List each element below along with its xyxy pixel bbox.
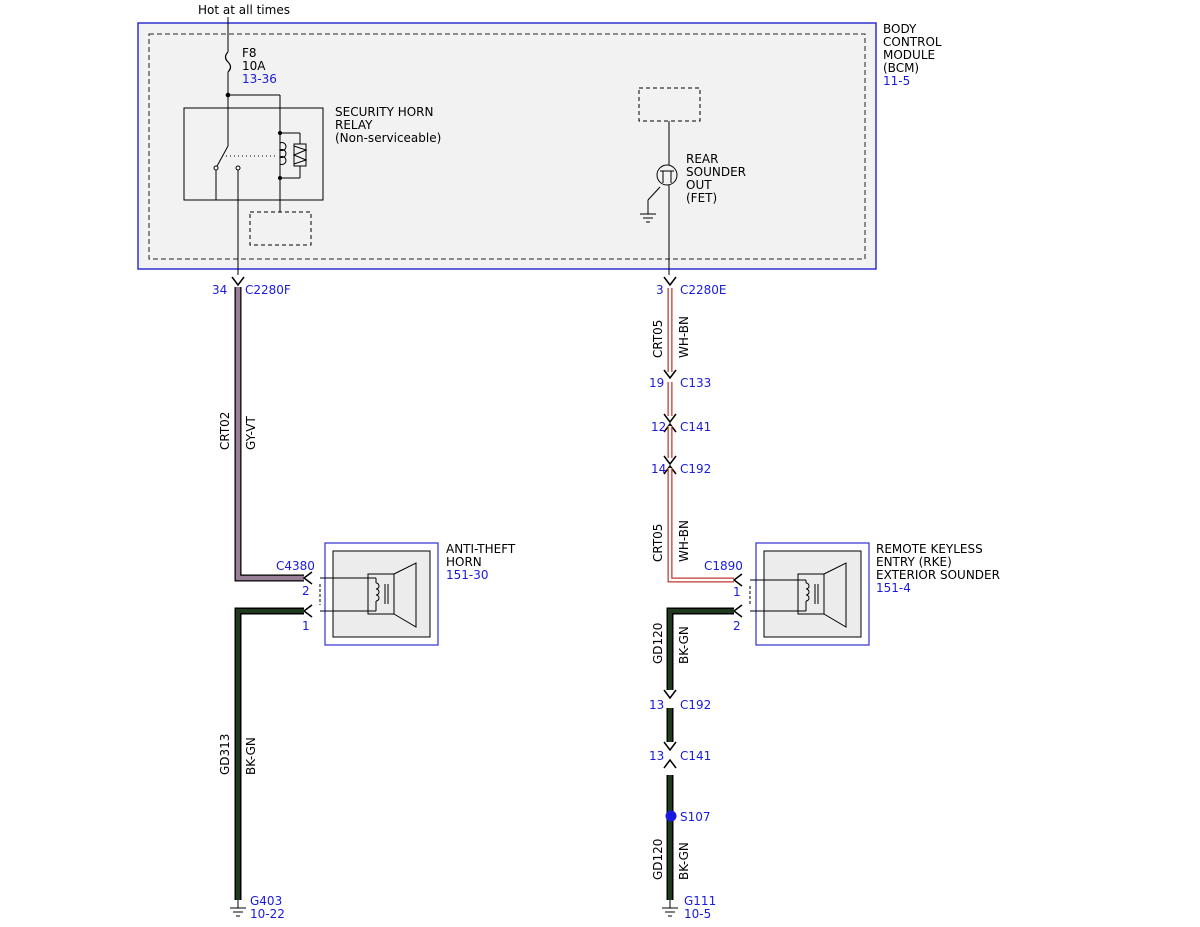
bcm-internal-boundary	[148, 33, 866, 260]
fuse-ref[interactable]: 13-36	[242, 72, 277, 86]
bcm-label-2: CONTROL	[883, 35, 942, 49]
wire-gd313-bk-gn[interactable]	[236, 609, 304, 900]
relay-label-3: (Non-serviceable)	[335, 131, 441, 145]
c141-pin: 12	[651, 420, 666, 434]
sounder-label-3: EXTERIOR SOUNDER	[876, 568, 1000, 582]
right-pin-top: 3	[656, 283, 664, 297]
ground-g111-icon	[662, 900, 678, 917]
ground-g111[interactable]: G111	[684, 894, 716, 908]
sounder-speaker-icon	[750, 562, 847, 628]
right-circuit-id-b: CRT05	[651, 524, 665, 562]
left-ground-circuit-id: GD313	[218, 734, 232, 775]
right-ground-circuit-id-b: GD120	[651, 839, 665, 880]
fet-icon	[656, 164, 678, 186]
right-circuit-id-a: CRT05	[651, 320, 665, 358]
ground-g403[interactable]: G403	[250, 894, 282, 908]
left-conn-c2280f[interactable]: C2280F	[245, 283, 291, 297]
horn-ref[interactable]: 151-30	[446, 568, 489, 582]
relay-switch-arm	[215, 145, 229, 169]
ground-g403-ref[interactable]: 10-22	[250, 907, 285, 921]
splice-s107-dot[interactable]	[665, 810, 677, 822]
fet-label-2: SOUNDER	[686, 165, 746, 179]
splice-s107[interactable]: S107	[680, 810, 711, 824]
connector-arrow-icon	[231, 276, 245, 287]
g-c192-pin: 13	[649, 698, 664, 712]
bcm-ground-icon	[640, 213, 656, 223]
bcm-label-1: BODY	[883, 22, 917, 36]
sounder-pin-1: 1	[733, 585, 741, 599]
fet-label-4: (FET)	[686, 191, 717, 205]
wire-crt05-wh-bn-lower[interactable]	[667, 468, 734, 583]
right-wire-color-a: WH-BN	[677, 316, 691, 358]
wire-gd120-bk-gn-upper[interactable]	[666, 607, 734, 690]
right-conn-c2280e[interactable]: C2280E	[680, 283, 727, 297]
right-ground-circuit-id-a: GD120	[651, 623, 665, 664]
sounder-label-2: ENTRY (RKE)	[876, 555, 952, 569]
c133-pin: 19	[649, 376, 664, 390]
bcm-label-3: MODULE	[883, 48, 935, 62]
wire-crt02-gy-vt[interactable]	[235, 287, 304, 581]
horn-conn-c4380[interactable]: C4380	[276, 559, 315, 573]
horn-speaker-icon	[320, 562, 417, 628]
sounder-conn-c1890[interactable]: C1890	[704, 559, 743, 573]
fet-label-3: OUT	[686, 178, 712, 192]
left-circuit-id: CRT02	[218, 412, 232, 450]
relay-control-box	[249, 211, 312, 246]
ground-connector-c192[interactable]: C192	[680, 698, 711, 712]
connector-c133[interactable]: C133	[680, 376, 711, 390]
ground-g403-icon	[230, 900, 246, 917]
ground-connector-c141[interactable]: C141	[680, 749, 711, 763]
connector-c141[interactable]: C141	[680, 420, 711, 434]
bcm-outline	[137, 22, 877, 270]
ground-g111-ref[interactable]: 10-5	[684, 907, 711, 921]
fuse-name: F8	[242, 46, 257, 60]
right-ground-wire-color-a: BK-GN	[677, 626, 691, 664]
hot-at-all-times-label: Hot at all times	[198, 3, 290, 17]
sounder-ref[interactable]: 151-4	[876, 581, 911, 595]
sounder-label-1: REMOTE KEYLESS	[876, 542, 983, 556]
fet-label-1: REAR	[686, 152, 718, 166]
fuse-rating: 10A	[242, 59, 266, 73]
sounder-pin-2: 2	[733, 619, 741, 633]
fet-control-box	[638, 87, 701, 122]
horn-pin-2: 2	[302, 584, 310, 598]
relay-label-1: SECURITY HORN	[335, 105, 434, 119]
relay-label-2: RELAY	[335, 118, 373, 132]
connector-c192[interactable]: C192	[680, 462, 711, 476]
left-wire-color: GY-VT	[244, 416, 258, 450]
c192-pin: 14	[651, 462, 666, 476]
horn-pin-1: 1	[302, 619, 310, 633]
security-horn-relay-box	[183, 107, 324, 201]
horn-label-2: HORN	[446, 555, 482, 569]
bcm-label-4: (BCM)	[883, 61, 919, 75]
right-wire-color-b: WH-BN	[677, 520, 691, 562]
left-ground-wire-color: BK-GN	[244, 737, 258, 775]
right-ground-wire-color-b: BK-GN	[677, 842, 691, 880]
relay-coil-icon	[278, 142, 287, 165]
horn-label-1: ANTI-THEFT	[446, 542, 516, 556]
bcm-ref[interactable]: 11-5	[883, 74, 910, 88]
left-pin-top: 34	[212, 283, 227, 297]
g-c141-pin: 13	[649, 749, 664, 763]
fuse-icon	[224, 51, 232, 73]
